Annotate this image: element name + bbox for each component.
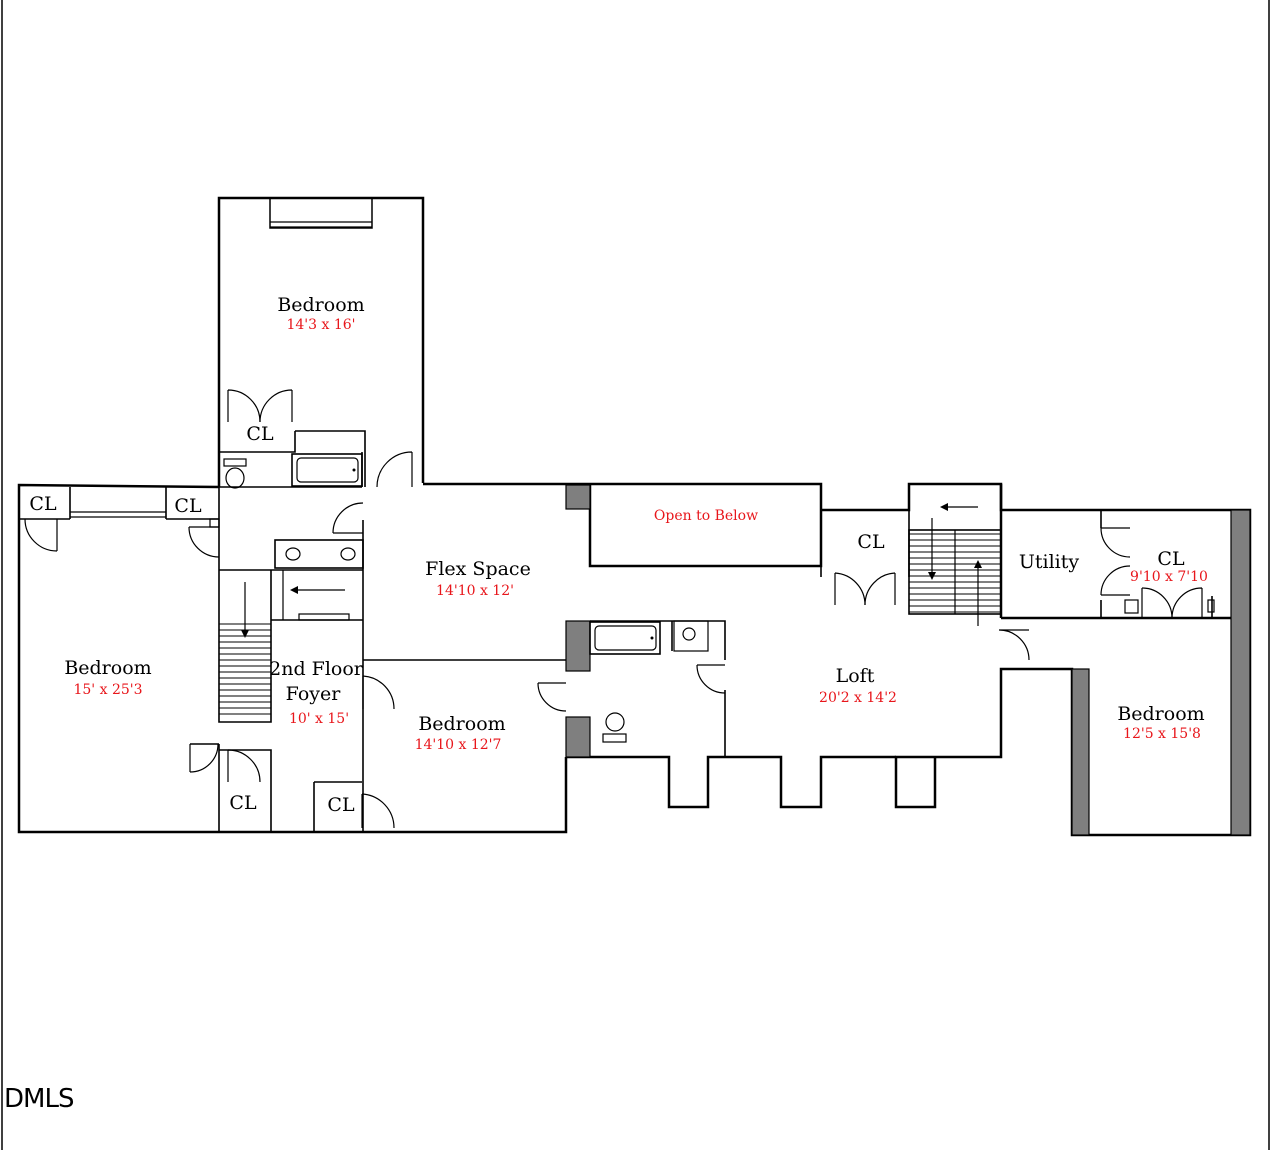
flex-space-dim: 14'10 x 12': [436, 583, 514, 599]
foyer-label-line1: 2nd Floor: [269, 658, 364, 680]
loft-label: Loft: [836, 665, 875, 687]
stair-right: [909, 530, 1001, 614]
bedroom-left-dim: 15' x 25'3: [73, 682, 142, 698]
window-top: [269, 197, 373, 229]
exterior-walls: [17, 196, 1252, 837]
room-labels: Bedroom 14'3 x 16' CL CL CL Bedroom 15' …: [29, 294, 1208, 816]
closet-right-label: CL: [1157, 548, 1185, 570]
bedroom-left-label: Bedroom: [64, 657, 151, 679]
bedroom-right-dim: 12'5 x 15'8: [1123, 726, 1201, 742]
closet-bottom-b-label: CL: [327, 794, 355, 816]
pier: [565, 716, 591, 758]
closet-loft-label: CL: [857, 531, 885, 553]
pier: [565, 484, 591, 510]
window-left: [70, 487, 167, 519]
bedroom-top-label: Bedroom: [277, 294, 364, 316]
utility-label: Utility: [1019, 551, 1080, 573]
loft-dim: 20'2 x 14'2: [819, 690, 897, 706]
closet-far-left-label: CL: [29, 493, 57, 515]
fixtures: [223, 453, 709, 743]
foyer-dim: 10' x 15': [289, 711, 349, 727]
foyer-label-line2: Foyer: [286, 683, 342, 705]
pier: [1230, 509, 1251, 836]
open-to-below-label: Open to Below: [654, 508, 758, 524]
closet-left-inner-label: CL: [174, 495, 202, 517]
watermark: DMLS: [4, 1084, 74, 1114]
flex-space-label: Flex Space: [425, 558, 531, 580]
bedroom-mid-label: Bedroom: [418, 713, 505, 735]
doors: [24, 389, 1215, 829]
bedroom-right-label: Bedroom: [1117, 703, 1204, 725]
pier: [565, 620, 591, 672]
stair-arrows: [241, 503, 982, 638]
closet-bottom-a-label: CL: [229, 792, 257, 814]
bedroom-mid-dim: 14'10 x 12'7: [415, 737, 502, 753]
closet-right-dim: 9'10 x 7'10: [1130, 569, 1208, 585]
interior-walls: [19, 430, 1213, 832]
bedroom-top-dim: 14'3 x 16': [286, 317, 355, 333]
closet-top-label: CL: [246, 423, 274, 445]
pier: [1071, 668, 1090, 836]
